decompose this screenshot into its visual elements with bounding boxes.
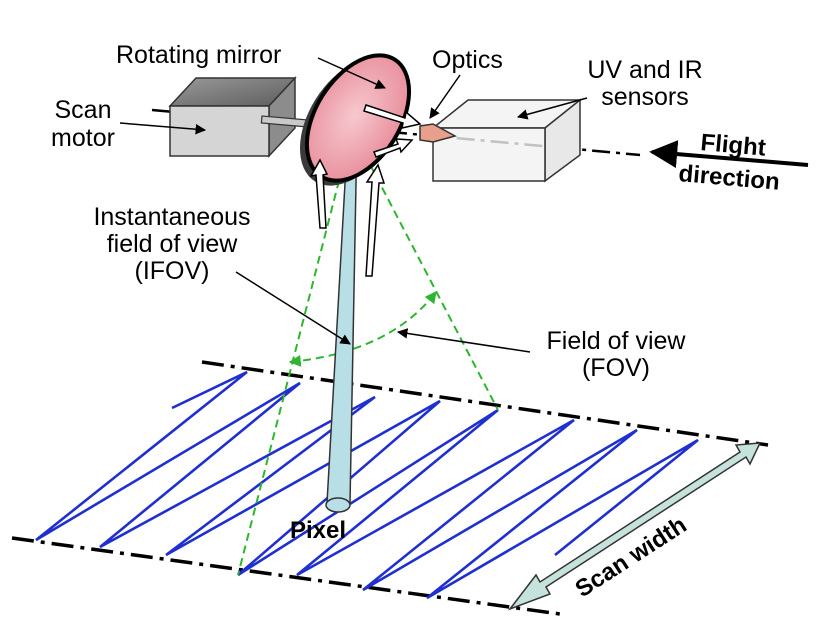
optics-leader <box>429 74 461 119</box>
label-flight-2: direction <box>677 160 780 196</box>
label-optics: Optics <box>432 46 503 74</box>
sensors-box <box>430 98 583 183</box>
flight-arrow <box>649 140 809 169</box>
label-fov-2: (FOV) <box>582 354 650 382</box>
fov-lines <box>237 129 499 576</box>
leader-arrows <box>119 57 588 353</box>
swath-near-edge <box>11 536 561 616</box>
pixel-footprint <box>325 497 351 513</box>
label-pixel: Pixel <box>290 517 346 544</box>
ray-arrows <box>309 104 422 277</box>
label-ifov-3: (IFOV) <box>135 257 210 285</box>
swath-far-edge <box>201 360 769 447</box>
fov-leader <box>396 328 531 353</box>
label-ifov-1: Instantaneous <box>93 203 250 231</box>
ifov-beam <box>325 129 358 513</box>
label-flight-1: Flight <box>699 129 766 162</box>
label-scan-motor-2: motor <box>51 124 115 152</box>
mirror-leader <box>317 57 386 89</box>
ifov-leader <box>235 271 351 345</box>
label-sensors-1: UV and IR <box>587 56 702 84</box>
sensors-leader <box>516 97 588 120</box>
label-fov-1: Field of view <box>547 327 687 355</box>
swath-boundaries <box>11 360 769 616</box>
scan-motor-leader <box>119 122 207 135</box>
scan-width-arrow <box>507 442 762 611</box>
optics-lens <box>419 123 457 143</box>
label-scan-motor-1: Scan <box>55 96 112 124</box>
fov-arc <box>288 291 437 367</box>
scan-motor-box <box>168 76 297 158</box>
fov-left-line <box>237 129 353 576</box>
label-sensors-2: sensors <box>601 83 689 111</box>
label-ifov-2: field of view <box>107 230 239 258</box>
label-rotating-mirror: Rotating mirror <box>116 41 281 69</box>
